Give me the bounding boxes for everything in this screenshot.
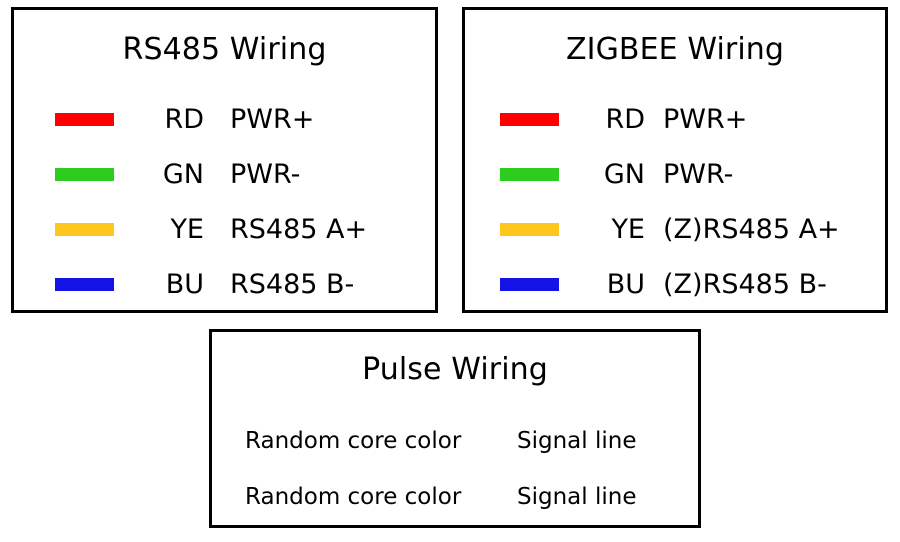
wire-color-swatch-yellow [55, 223, 114, 236]
wire-color-swatch-blue [500, 278, 559, 291]
rs485-wiring-rows: RD PWR+ GN PWR- YE RS485 A+ BU RS485 B- [14, 92, 435, 312]
wiring-row: RD PWR+ [14, 92, 435, 147]
wire-color-code: YE [170, 213, 204, 245]
wire-function-label: PWR- [663, 158, 734, 190]
wire-function-label: PWR- [230, 158, 301, 190]
pulse-wiring-rows: Random core color Signal line Random cor… [212, 413, 698, 525]
pulse-wiring-panel: Pulse Wiring Random core color Signal li… [209, 329, 701, 528]
wiring-row: YE (Z)RS485 A+ [465, 202, 885, 257]
wire-function-label: PWR+ [663, 103, 748, 135]
wiring-row: BU RS485 B- [14, 257, 435, 312]
wire-color-swatch-yellow [500, 223, 559, 236]
wire-core-color-label: Random core color [245, 483, 462, 510]
zigbee-wiring-rows: RD PWR+ GN PWR- YE (Z)RS485 A+ BU (Z)RS4… [465, 92, 885, 312]
wire-color-code: GN [603, 158, 645, 190]
wire-function-label: RS485 B- [230, 268, 355, 300]
wire-function-label: Signal line [517, 483, 637, 510]
wire-color-swatch-green [55, 168, 114, 181]
wire-color-swatch-red [55, 113, 114, 126]
wire-color-code: GN [162, 158, 204, 190]
wiring-row: BU (Z)RS485 B- [465, 257, 885, 312]
zigbee-panel-title: ZIGBEE Wiring [565, 32, 785, 67]
wire-color-swatch-blue [55, 278, 114, 291]
wire-color-code: RD [605, 103, 645, 135]
wire-function-label: (Z)RS485 A+ [663, 213, 840, 245]
wiring-row: GN PWR- [14, 147, 435, 202]
wire-color-code: RD [164, 103, 204, 135]
wire-color-code: BU [165, 268, 204, 300]
wire-function-label: RS485 A+ [230, 213, 368, 245]
wiring-row: Random core color Signal line [212, 469, 698, 525]
wire-color-swatch-cell [14, 113, 120, 126]
wire-function-label: (Z)RS485 B- [663, 268, 827, 300]
wire-color-swatch-cell [465, 223, 565, 236]
wire-color-swatch-cell [465, 113, 565, 126]
wire-color-swatch-green [500, 168, 559, 181]
rs485-wiring-panel: RS485 Wiring RD PWR+ GN PWR- YE RS485 A+ [11, 7, 438, 313]
wiring-row: YE RS485 A+ [14, 202, 435, 257]
wire-color-code: BU [606, 268, 645, 300]
wire-color-swatch-cell [14, 223, 120, 236]
rs485-panel-title: RS485 Wiring [122, 32, 327, 67]
wiring-row: Random core color Signal line [212, 413, 698, 469]
wiring-row: RD PWR+ [465, 92, 885, 147]
pulse-panel-title: Pulse Wiring [362, 352, 548, 387]
wiring-row: GN PWR- [465, 147, 885, 202]
wire-function-label: Signal line [517, 427, 637, 454]
wire-color-code: YE [611, 213, 645, 245]
wire-color-swatch-cell [14, 278, 120, 291]
wire-color-swatch-cell [465, 168, 565, 181]
wire-color-swatch-cell [14, 168, 120, 181]
wire-function-label: PWR+ [230, 103, 315, 135]
wire-core-color-label: Random core color [245, 427, 462, 454]
wire-color-swatch-red [500, 113, 559, 126]
wire-color-swatch-cell [465, 278, 565, 291]
zigbee-wiring-panel: ZIGBEE Wiring RD PWR+ GN PWR- YE (Z)RS48… [462, 7, 888, 313]
